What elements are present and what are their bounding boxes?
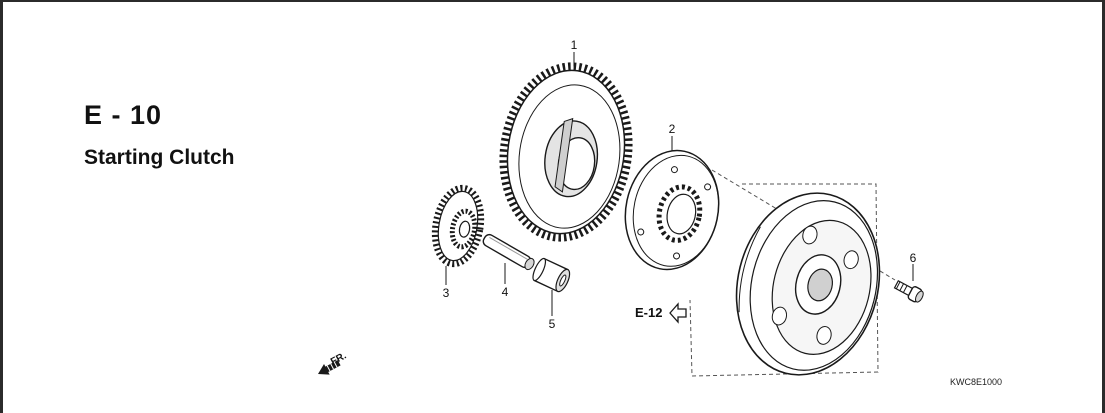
page-frame-left bbox=[0, 0, 3, 413]
part-number-2: 2 bbox=[668, 122, 676, 136]
part-number-1: 1 bbox=[570, 38, 578, 52]
starter-reduction-gear-icon bbox=[431, 184, 485, 268]
page-frame-right bbox=[1102, 0, 1105, 413]
bolt-icon bbox=[893, 280, 924, 303]
page-frame-top bbox=[0, 0, 1105, 2]
reduction-gear-shaft-icon bbox=[482, 233, 535, 271]
starter-driven-gear-icon bbox=[499, 62, 633, 242]
front-direction-arrow-icon bbox=[318, 360, 341, 375]
section-title: Starting Clutch bbox=[84, 146, 235, 169]
part-number-5: 5 bbox=[548, 317, 556, 331]
part-number-6: 6 bbox=[909, 251, 917, 265]
reference-arrow-icon bbox=[669, 302, 687, 324]
part-number-3: 3 bbox=[442, 286, 450, 300]
part-number-4: 4 bbox=[501, 285, 509, 299]
collar-icon bbox=[532, 257, 571, 293]
section-code: E - 10 bbox=[84, 100, 163, 130]
flywheel-rotor-icon bbox=[735, 192, 881, 376]
reference-label: E-12 bbox=[635, 305, 663, 320]
starting-clutch-outer-icon bbox=[624, 149, 720, 271]
diagram-code: KWC8E1000 bbox=[950, 377, 1003, 387]
